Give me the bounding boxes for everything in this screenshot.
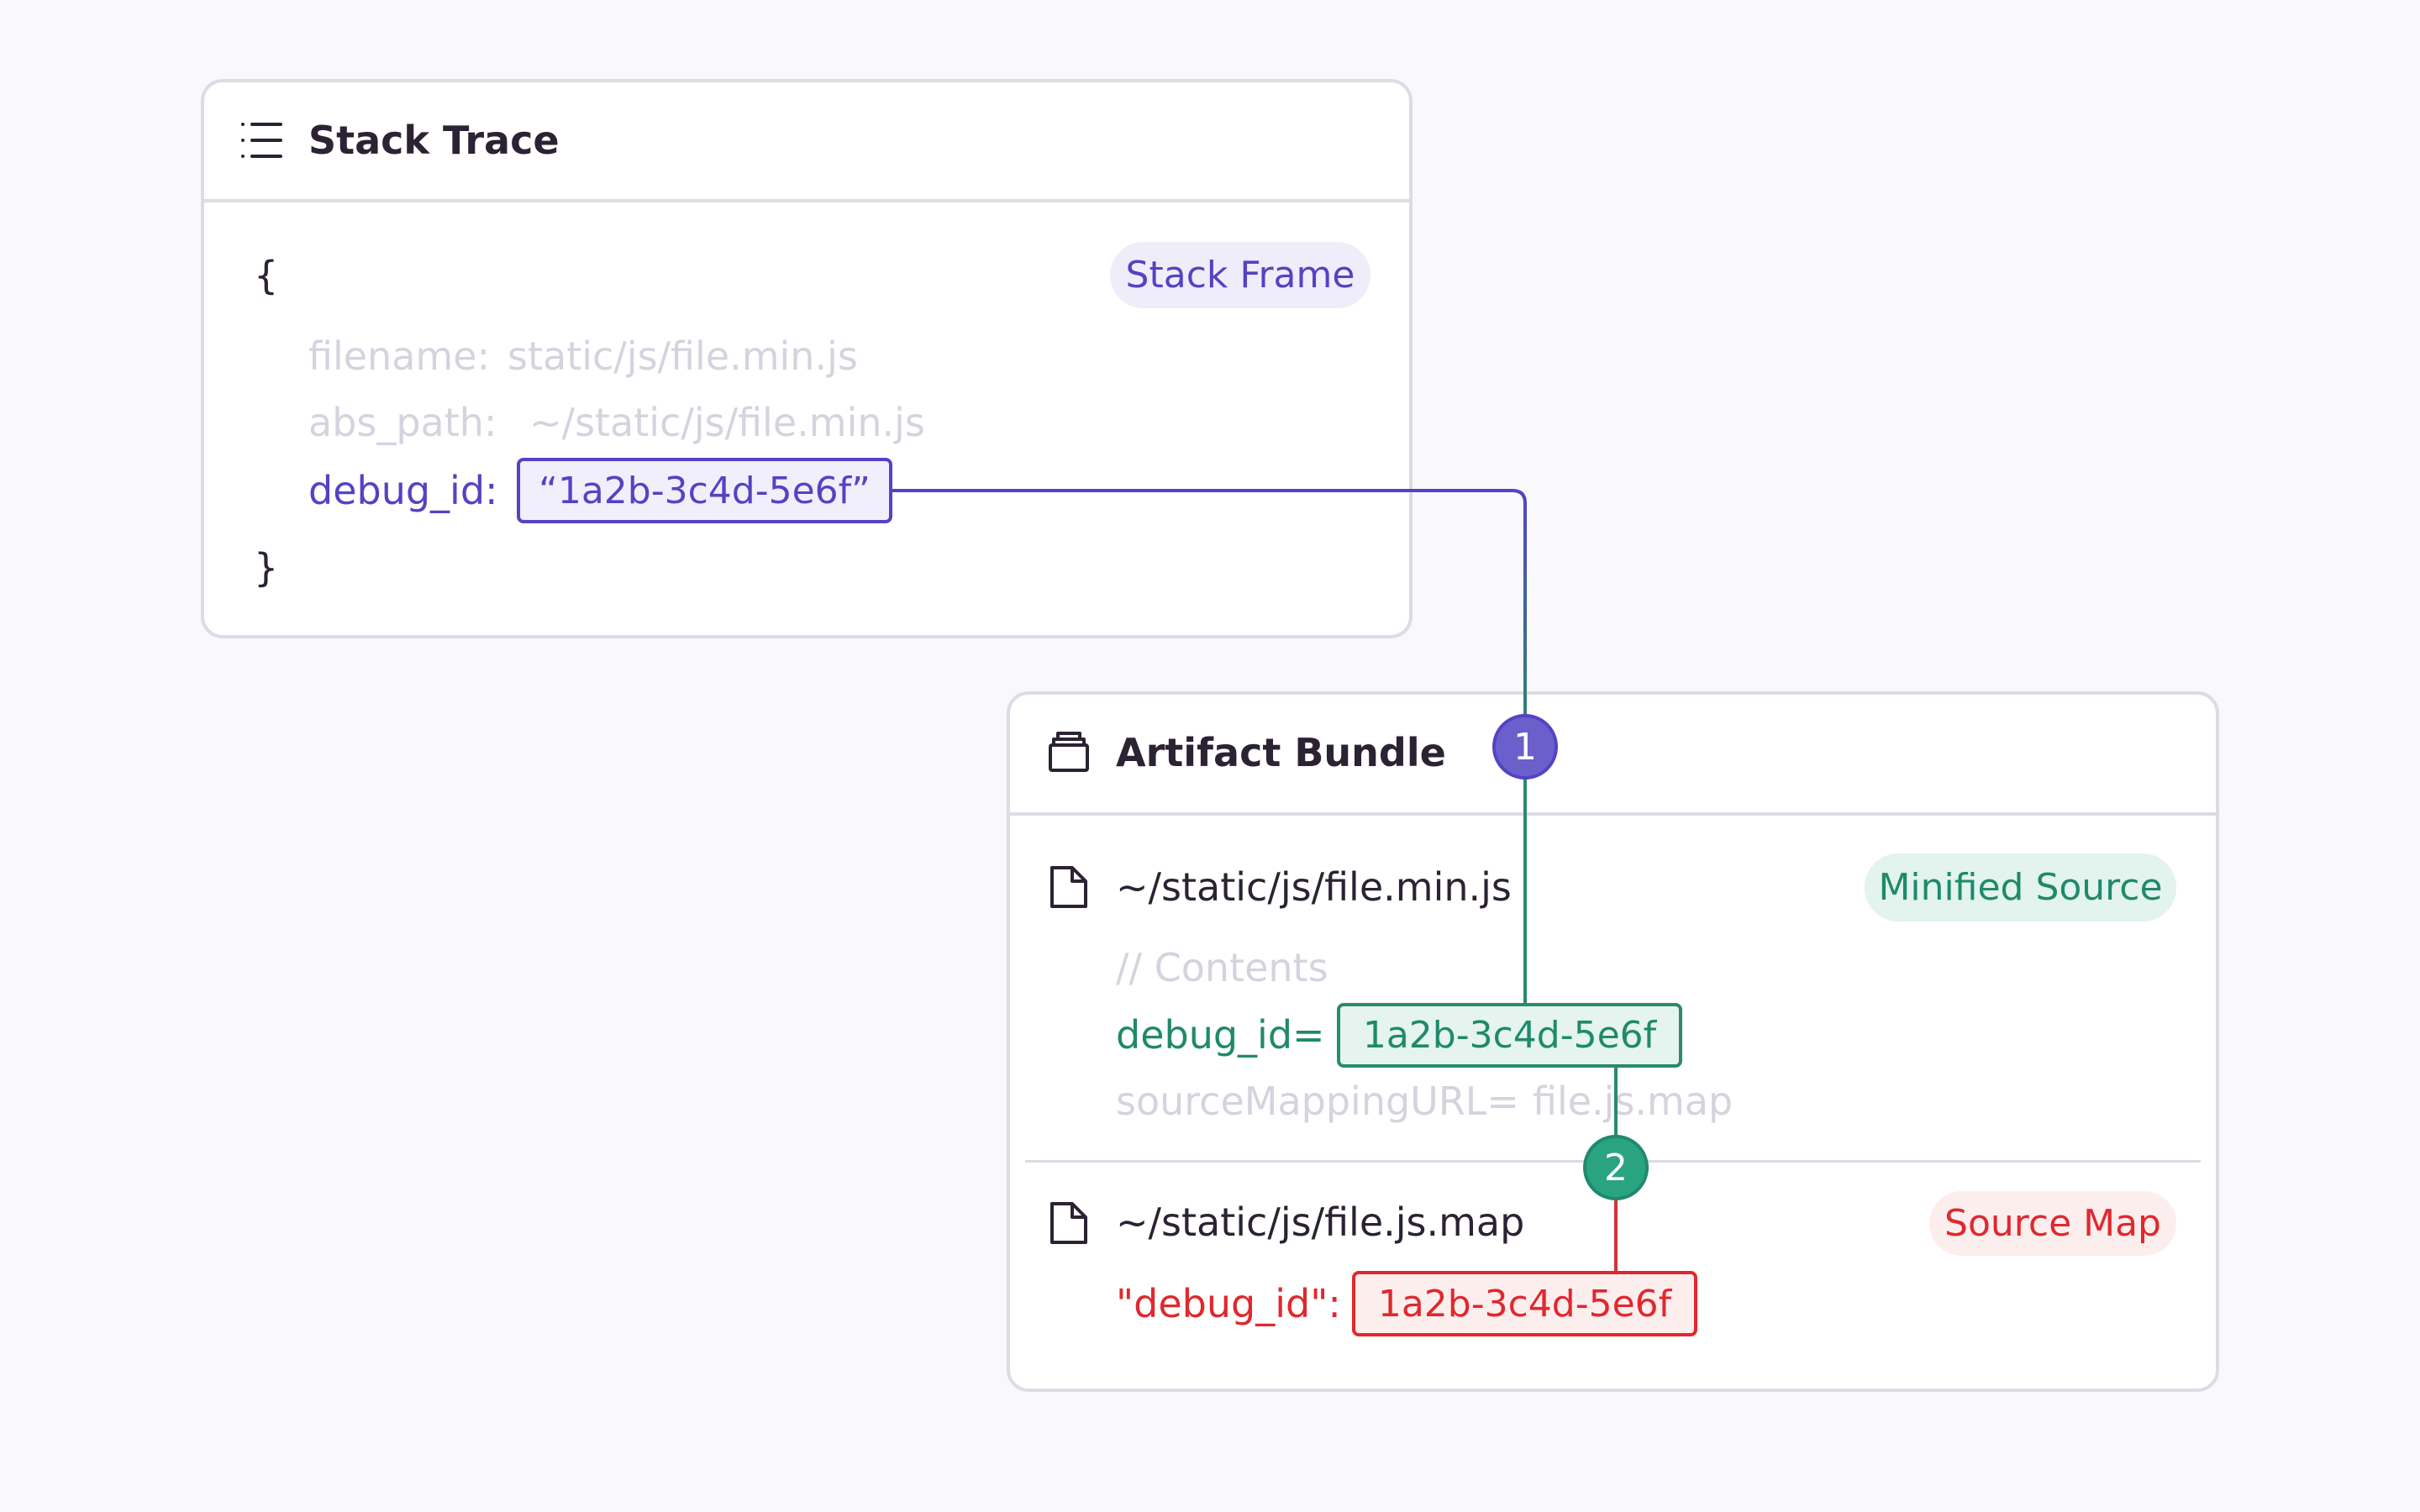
- source-mapping-key: sourceMappingURL=: [1116, 1079, 1519, 1124]
- file-icon: [1050, 1202, 1087, 1244]
- step-2-badge: 2: [1583, 1135, 1649, 1200]
- open-brace: {: [254, 253, 279, 298]
- abs-path-key: abs_path:: [308, 400, 497, 445]
- step-1-badge: 1: [1492, 714, 1558, 780]
- filename-key: filename:: [308, 333, 491, 379]
- source-map-badge: Source Map: [1929, 1191, 2176, 1256]
- source-mapping-value: file.js.map: [1533, 1079, 1733, 1124]
- close-brace: }: [254, 545, 279, 591]
- contents-comment: // Contents: [1116, 945, 1328, 990]
- minified-source-badge: Minified Source: [1865, 853, 2176, 921]
- filename-value: static/js/file.min.js: [508, 333, 858, 379]
- source-map-debug-id-key: "debug_id":: [1116, 1281, 1341, 1326]
- stack-frame-badge: Stack Frame: [1110, 242, 1370, 308]
- source-map-path: ~/static/js/file.js.map: [1116, 1200, 1525, 1245]
- stack-trace-card: [201, 79, 1413, 638]
- abs-path-value: ~/static/js/file.min.js: [529, 400, 925, 445]
- minified-path: ~/static/js/file.min.js: [1116, 864, 1512, 910]
- artifact-bundle-title: Artifact Bundle: [1116, 730, 1446, 775]
- list-icon: [241, 123, 282, 158]
- stack-debug-id-value: “1a2b-3c4d-5e6f”: [517, 458, 892, 523]
- minified-debug-id-value: 1a2b-3c4d-5e6f: [1337, 1003, 1682, 1068]
- source-map-debug-id-value: 1a2b-3c4d-5e6f: [1352, 1271, 1697, 1336]
- file-icon: [1050, 866, 1087, 908]
- minified-debug-id-key: debug_id=: [1116, 1012, 1325, 1058]
- archive-icon: [1049, 732, 1089, 772]
- debug-id-key: debug_id:: [308, 468, 498, 513]
- header-divider: [204, 199, 1409, 202]
- header-divider: [1010, 812, 2216, 816]
- stack-trace-title: Stack Trace: [308, 118, 560, 163]
